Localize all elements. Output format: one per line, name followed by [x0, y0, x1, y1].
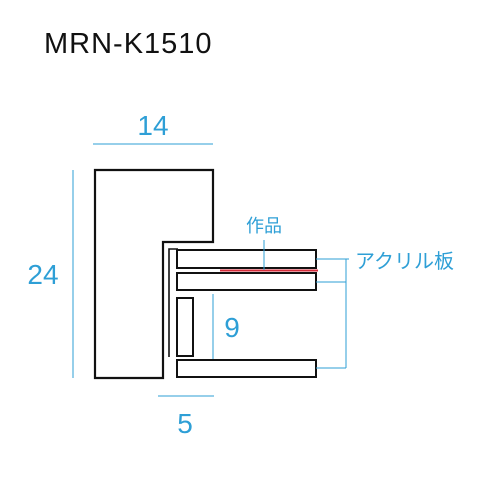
top-strip — [176, 249, 317, 269]
artwork-label: 作品 — [246, 216, 282, 237]
frame-inner-slot — [176, 297, 194, 357]
frame-inner-lip — [168, 248, 178, 357]
dimension-label-14: 14 — [137, 110, 168, 141]
acrylic-label: アクリル板 — [355, 249, 454, 273]
middle-strip — [176, 272, 317, 291]
backing-strip — [176, 359, 317, 378]
dimension-label-24: 24 — [27, 259, 58, 290]
frame-outer-profile — [93, 168, 215, 380]
product-code-title: MRN-K1510 — [44, 28, 213, 60]
dimension-label-5: 5 — [177, 408, 193, 439]
dimension-label-9: 9 — [224, 312, 240, 343]
